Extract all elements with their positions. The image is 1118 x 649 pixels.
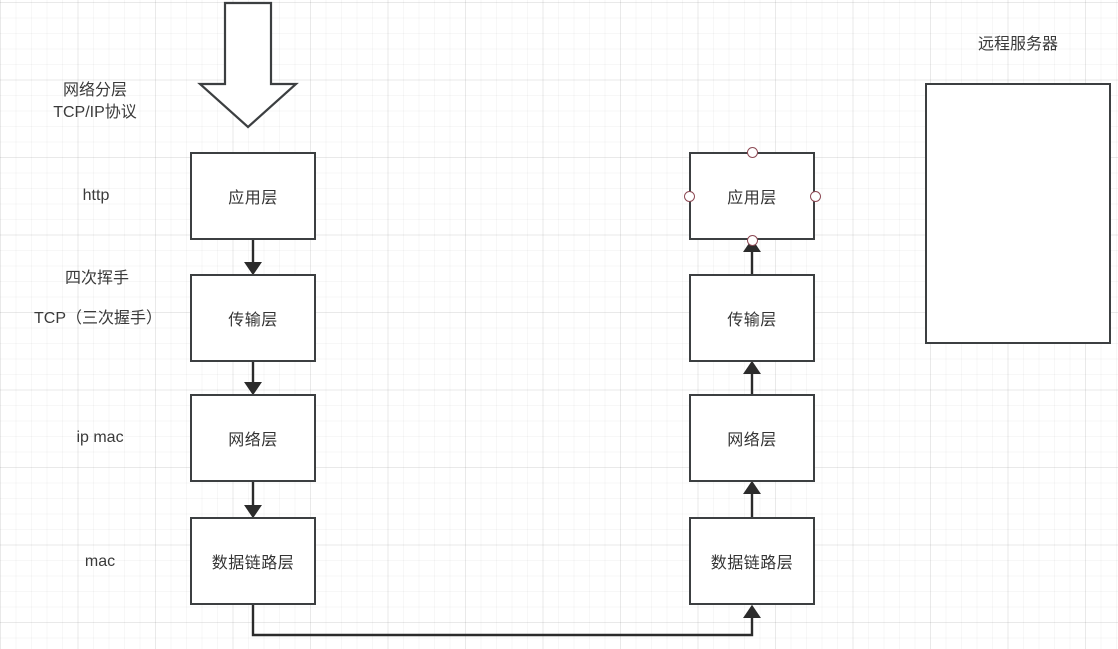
label-http: http bbox=[82, 187, 110, 204]
node-client-application-layer[interactable]: 应用层 bbox=[190, 152, 316, 240]
node-remote-server-box[interactable] bbox=[925, 83, 1111, 344]
label-ip-mac: ip mac bbox=[76, 429, 124, 446]
label-protocol-stack: 网络分层 TCP/IP协议 bbox=[53, 82, 137, 121]
label-mac: mac bbox=[84, 553, 116, 570]
label-remote-server: 远程服务器 bbox=[977, 36, 1058, 53]
selection-handle-right[interactable] bbox=[809, 190, 821, 202]
selection-handle-bottom[interactable] bbox=[746, 234, 758, 246]
label-four-wave-handshake: 四次挥手 bbox=[64, 270, 129, 287]
connector-client-to-server-datalink bbox=[251, 604, 762, 637]
node-client-transport-layer[interactable]: 传输层 bbox=[190, 274, 316, 362]
selection-handle-top[interactable] bbox=[746, 146, 758, 158]
node-client-network-layer[interactable]: 网络层 bbox=[190, 394, 316, 482]
node-server-network-layer[interactable]: 网络层 bbox=[689, 394, 815, 482]
node-server-application-layer[interactable]: 应用层 bbox=[689, 152, 815, 240]
label-tcp-three-way-handshake: TCP（三次握手） bbox=[33, 310, 162, 327]
entry-arrow-down-icon bbox=[197, 1, 299, 129]
node-server-transport-layer[interactable]: 传输层 bbox=[689, 274, 815, 362]
node-client-datalink-layer[interactable]: 数据链路层 bbox=[190, 517, 316, 605]
selection-handle-left[interactable] bbox=[683, 190, 695, 202]
node-server-datalink-layer[interactable]: 数据链路层 bbox=[689, 517, 815, 605]
